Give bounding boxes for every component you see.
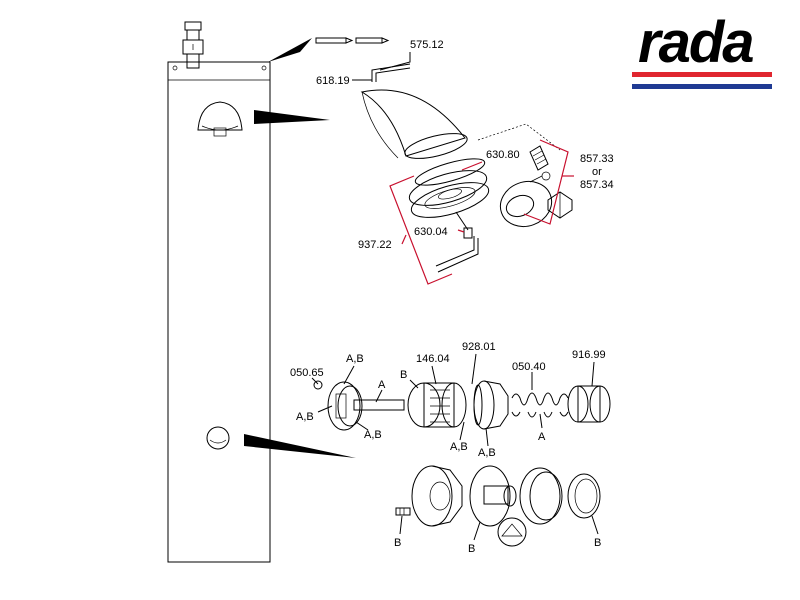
logo-red-stripe [632,72,772,77]
leader-ab-3 [355,421,369,431]
label-575-12: 575.12 [410,39,444,51]
pipe-connector [182,21,204,69]
leader-928-01 [471,353,477,385]
logo-text: rada [638,10,753,75]
label-630-80: 630.80 [486,149,520,161]
sprayplate-body [408,170,488,206]
label-a-2: A [538,431,546,443]
rada-logo: rada [632,10,772,89]
logo-blue-stripe [632,84,772,89]
leader-a-1 [375,389,383,403]
leader-937-22 [401,234,407,245]
screws-575-12 [315,37,390,44]
showerhead-thumbnail [197,101,243,137]
label-916-99: 916.99 [572,349,606,361]
ring-large [519,467,563,525]
label-630-04: 630.04 [414,226,448,238]
hex-key-618-19 [371,63,411,82]
leader-916-99 [591,361,595,387]
gear-146-04 [407,382,467,428]
leader-ab-5 [485,427,489,447]
nozzle-857 [529,145,549,171]
spring-050-40 [511,392,569,418]
cartridge-end-050-65 [313,380,405,431]
hex-key-937-22 [435,236,479,273]
pointer-wedge-top [268,38,312,62]
leader-b-4 [591,515,599,535]
panel-screw-left [172,65,178,71]
leader-630-04 [457,229,465,233]
label-ab-5: A,B [478,447,496,459]
pointer-wedge-valve [244,434,356,458]
grub-screw-b [395,507,411,516]
label-b-2: B [394,537,401,549]
label-b-4: B [594,537,601,549]
leader-ab-1 [343,365,355,385]
leader-b-2 [399,515,403,535]
cap-916-99 [567,385,611,423]
leader-575-12 [379,52,411,71]
bracket-937-22 [389,175,453,285]
label-a-1: A [378,379,386,391]
label-or: or [592,166,602,178]
label-ab-3: A,B [364,429,382,441]
leader-146-04 [431,365,437,385]
label-b-3: B [468,543,475,555]
pointer-wedge-showerhead [254,110,330,124]
ring-b [567,473,601,519]
label-050-65: 050.65 [290,367,324,379]
label-ab-1: A,B [346,353,364,365]
leader-a-2 [539,413,543,429]
nut-857 [547,191,573,219]
leader-050-65 [311,377,319,385]
knob-b [469,465,527,547]
label-857-33: 857.33 [580,153,614,165]
label-050-40: 050.40 [512,361,546,373]
label-618-19: 618.19 [316,75,350,87]
showerhead-shroud [360,89,468,159]
spindle-a [353,399,405,411]
leader-ab-4 [459,421,465,441]
label-b-1: B [400,369,407,381]
label-857-34: 857.34 [580,179,614,191]
leader-b-1 [409,379,419,389]
leader-b-3 [473,521,481,541]
shower-panel [167,21,271,563]
label-937-22: 937.22 [358,239,392,251]
leader-ab-2 [317,405,333,413]
label-146-04: 146.04 [416,353,450,365]
control-knob-thumbnail [206,426,230,450]
label-ab-2: A,B [296,411,314,423]
label-ab-4: A,B [450,441,468,453]
body-928-01 [473,380,509,430]
hex-key-630-04 [455,211,473,239]
spray-ring-857 [499,171,553,228]
panel-outline [167,61,271,563]
leader-630-80 [461,161,483,171]
sprayplate-assembly [408,158,490,218]
label-928-01: 928.01 [462,341,496,353]
bracket-857 [523,139,569,225]
o-ring-630-80 [414,158,486,186]
knob-hub [411,465,463,527]
panel-screw-right [261,65,267,71]
